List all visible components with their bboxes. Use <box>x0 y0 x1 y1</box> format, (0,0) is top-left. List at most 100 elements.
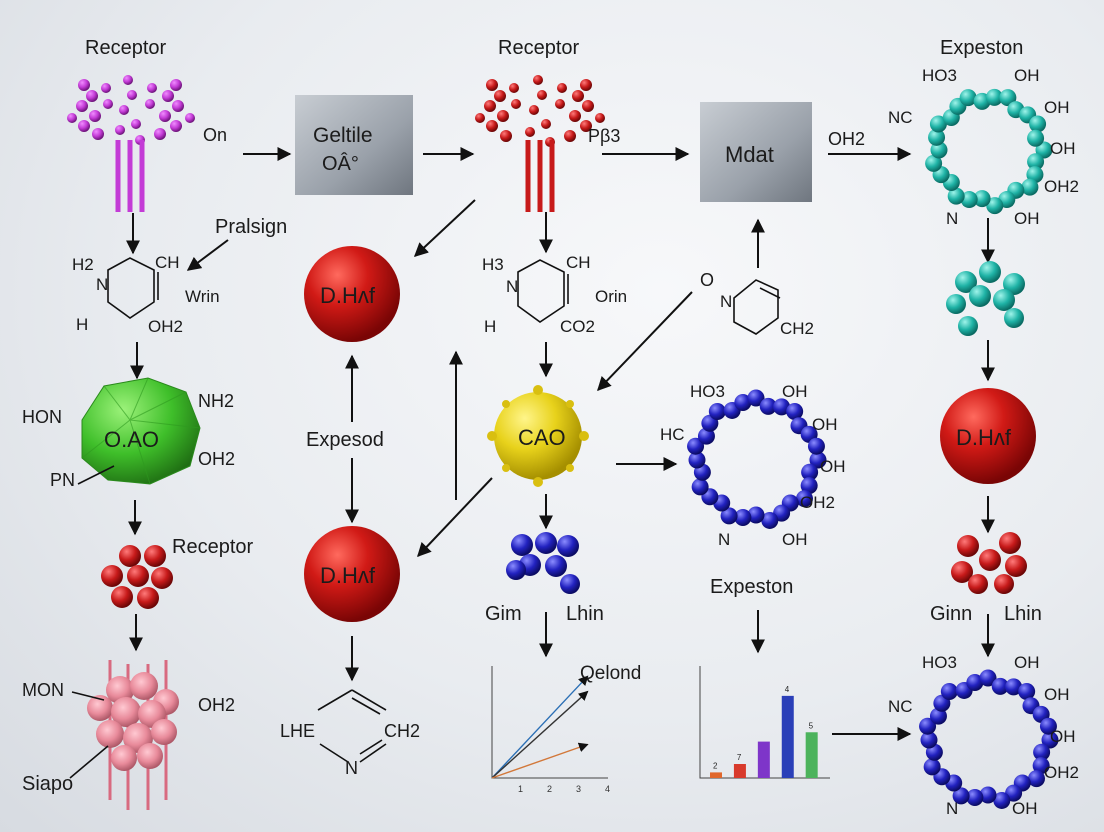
ginn-label: Ginn <box>930 603 972 625</box>
bead <box>786 403 804 421</box>
bead <box>773 398 791 416</box>
ring1-oh2: OH2 <box>148 317 183 336</box>
bead <box>809 451 827 469</box>
line-chart-series <box>491 675 589 779</box>
line-chart-series <box>491 742 589 779</box>
p-label: Pβ3 <box>588 126 620 146</box>
teal-oh-2: OH <box>1044 98 1070 117</box>
teal-oh2: OH2 <box>1044 177 1079 196</box>
bead <box>1033 743 1051 761</box>
green-molecule-icon <box>81 377 201 485</box>
ring1-n: N <box>96 275 108 294</box>
bead <box>1005 678 1023 696</box>
bead <box>734 509 752 527</box>
lhe-label: LHE <box>280 721 315 741</box>
bar <box>757 741 770 778</box>
bead <box>919 717 937 735</box>
teal-oh-3: OH <box>1050 139 1076 158</box>
teal-n: N <box>946 209 958 228</box>
bead <box>991 677 1009 695</box>
bead <box>1018 683 1036 701</box>
bead <box>1021 178 1039 196</box>
bead <box>979 786 997 804</box>
blue-mid-oh-2: OH <box>812 415 838 434</box>
receptor-label-2: Receptor <box>498 37 579 59</box>
bar <box>805 732 818 778</box>
blue-ring-mid-icon <box>687 389 827 529</box>
bead <box>1039 717 1057 735</box>
blue-ring-bottom-icon <box>919 669 1059 809</box>
green-pn: PN <box>50 470 75 490</box>
geltile-sub-label: OÂ° <box>322 152 359 175</box>
lhin-label-1: Lhin <box>566 603 604 625</box>
ring2-co2: CO2 <box>560 317 595 336</box>
bead <box>940 683 958 701</box>
receptor-label-1: Receptor <box>85 37 166 59</box>
wrin-label: Wrin <box>185 287 220 306</box>
bead <box>920 731 938 749</box>
blue-bot-oh-2: OH <box>1044 685 1070 704</box>
dhat-label-3: D.Hʌf <box>956 425 1012 450</box>
ring2-n: N <box>506 277 518 296</box>
geltile-box <box>295 95 413 195</box>
blue-bot-oh-3: OH <box>1050 727 1076 746</box>
bar-value-label: 2 <box>713 761 718 770</box>
yellow-sphere-icon <box>487 385 589 487</box>
bead <box>999 89 1017 107</box>
bead <box>952 787 970 805</box>
red-cluster-2-icon <box>951 532 1027 594</box>
bead <box>1035 141 1053 159</box>
red-cluster-icon <box>101 545 173 609</box>
red-sphere-2-icon <box>304 526 400 622</box>
blue-mid-oh-1: OH <box>782 382 808 401</box>
bead <box>734 393 752 411</box>
oh2-top-label: OH2 <box>828 129 865 149</box>
bead <box>1029 115 1047 133</box>
line-chart-x-tick: 3 <box>576 784 581 794</box>
siapo-label: Siapo <box>22 773 73 795</box>
green-oh2: OH2 <box>198 449 235 469</box>
bead <box>759 397 777 415</box>
teal-oh-1: OH <box>1014 66 1040 85</box>
red-receptor-icon <box>475 75 605 212</box>
orin-label: Orin <box>595 287 627 306</box>
bead <box>688 451 706 469</box>
lhin-label-2: Lhin <box>1004 603 1042 625</box>
bar <box>733 764 746 778</box>
bead <box>928 128 946 146</box>
green-nh2: NH2 <box>198 391 234 411</box>
red-sphere-3-icon <box>940 388 1036 484</box>
mdat-box <box>700 102 812 202</box>
bead <box>747 389 765 407</box>
teal-cluster-icon <box>946 261 1025 336</box>
pink-oh2: OH2 <box>198 695 235 715</box>
blue-mid-oh2: OH2 <box>800 493 835 512</box>
teal-oh-4: OH <box>1014 209 1040 228</box>
bar-value-label: 4 <box>785 685 790 694</box>
bead <box>795 490 813 508</box>
teal-ring-icon <box>925 88 1053 215</box>
lhe-n: N <box>345 758 358 778</box>
bead <box>947 187 965 205</box>
blue-bot-n: N <box>946 799 958 818</box>
ring-structure-3 <box>733 279 781 335</box>
ring2-h3: H3 <box>482 255 504 274</box>
bead <box>979 669 997 687</box>
ring2-h: H <box>484 317 496 336</box>
ring-structure-1 <box>107 257 159 319</box>
lhe-structure <box>317 689 387 763</box>
cao-label: CAO <box>518 425 566 450</box>
bead <box>930 141 948 159</box>
blue-bot-oh-4: OH <box>1012 799 1038 818</box>
blue-mid-oh-3: OH <box>820 457 846 476</box>
pink-mon: MON <box>22 680 64 700</box>
blue-cluster-icon <box>506 532 580 594</box>
bar <box>781 695 794 778</box>
bead <box>1032 757 1050 775</box>
blue-mid-oh-4: OH <box>782 530 808 549</box>
dhat-label-2: D.Hʌf <box>320 563 376 588</box>
bead <box>993 791 1011 809</box>
line-chart-series <box>491 690 589 779</box>
